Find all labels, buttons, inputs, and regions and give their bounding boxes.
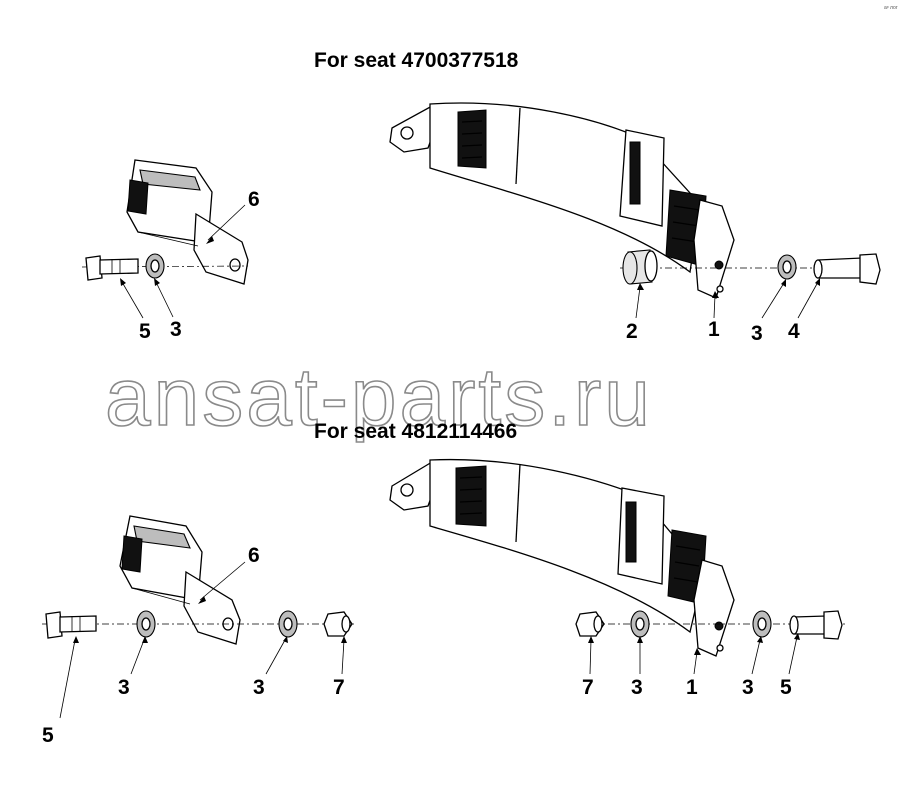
washer-part-3-right — [777, 254, 797, 280]
corner-mark: аᵖ лог — [884, 5, 898, 11]
washer-part-3 — [145, 253, 165, 279]
callout-3: 3 — [170, 318, 182, 341]
callout-1: 1 — [686, 676, 698, 699]
buckle-part-6 — [126, 159, 249, 285]
callout-3-right: 3 — [631, 676, 643, 699]
callout-2: 2 — [626, 320, 638, 343]
callout-3: 3 — [118, 676, 130, 699]
callout-1: 1 — [708, 318, 720, 341]
nut-part-7 — [323, 611, 353, 637]
washer-part-3-a — [136, 610, 156, 638]
callout-7-right: 7 — [582, 676, 594, 699]
bolt-part-5 — [85, 255, 139, 281]
section-seat-4700377518: For seat 4700377518 — [81, 49, 881, 345]
section-seat-4812114466: For seat 4812114466 — [42, 420, 845, 747]
callout-5: 5 — [42, 724, 54, 747]
belt-part-1 — [389, 458, 735, 657]
washer-part-3-d — [752, 610, 772, 638]
washer-part-3-b — [278, 610, 298, 638]
callout-5: 5 — [139, 320, 151, 343]
bushing-part-2 — [622, 249, 658, 285]
callout-6: 6 — [248, 544, 260, 567]
bolt-part-4 — [813, 253, 881, 285]
callout-5-right: 5 — [780, 676, 792, 699]
section-title: For seat 4812114466 — [314, 420, 517, 443]
watermark: ansat-parts.ru — [105, 352, 653, 443]
belt-part-1 — [389, 102, 735, 299]
buckle-part-6 — [119, 515, 241, 645]
bolt-part-5 — [45, 611, 97, 639]
callout-7: 7 — [333, 676, 345, 699]
callout-4: 4 — [788, 320, 800, 343]
nut-part-7-right — [575, 611, 605, 637]
callout-3: 3 — [253, 676, 265, 699]
callout-6: 6 — [248, 188, 260, 211]
callout-3-far-right: 3 — [742, 676, 754, 699]
callout-3-right: 3 — [751, 322, 763, 345]
washer-part-3-c — [630, 610, 650, 638]
bolt-part-5-right — [789, 610, 843, 640]
section-title: For seat 4700377518 — [314, 49, 519, 72]
